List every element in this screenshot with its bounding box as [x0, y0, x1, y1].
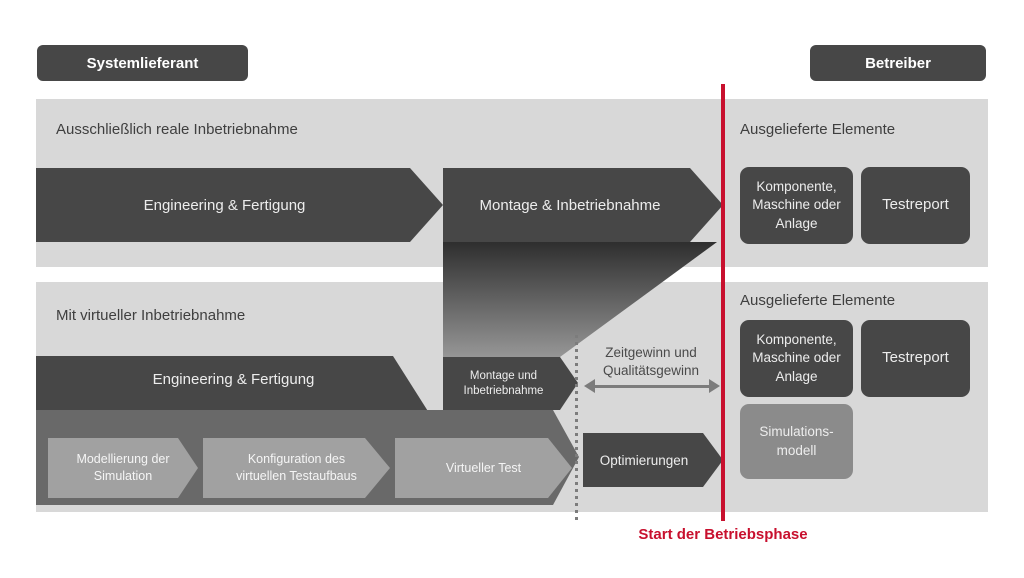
operations-start-label: Start der Betriebsphase — [638, 526, 808, 543]
virtual-commissioning-end-dotted-line — [575, 335, 578, 522]
gain-double-arrow — [584, 379, 720, 393]
virtual-montage-arrow: Montage und Inbetriebnahme — [443, 357, 578, 410]
gain-arrowhead-right-icon — [709, 379, 720, 393]
virtual-delivered-simulation-model-box: Simulations- modell — [740, 404, 853, 479]
real-delivered-title: Ausgelieferte Elemente — [740, 121, 896, 138]
real-engineering-arrow-label: Engineering & Fertigung — [143, 196, 306, 214]
real-montage-arrow-label: Montage & Inbetriebnahme — [479, 196, 661, 214]
gain-arrowhead-left-icon — [584, 379, 595, 393]
optimization-arrow-label: Optimierungen — [599, 452, 689, 468]
virtual-delivered-testreport-box: Testreport — [861, 320, 970, 397]
virtual-engineering-arrow: Engineering & Fertigung — [36, 356, 431, 416]
virtual-row-title: Mit virtueller Inbetriebnahme — [56, 307, 246, 324]
gain-arrow-shaft — [592, 385, 712, 388]
real-delivered-testreport-box: Testreport — [861, 167, 970, 244]
optimization-arrow: Optimierungen — [583, 433, 723, 487]
virtual-test-setup-arrow: Konfiguration des virtuellen Testaufbaus — [203, 438, 390, 498]
modeling-simulation-arrow: Modellierung der Simulation — [48, 438, 198, 498]
real-montage-arrow: Montage & Inbetriebnahme — [443, 168, 723, 242]
gain-label: Zeitgewinn und Qualitätsgewinn — [602, 345, 700, 379]
operator-badge: Betreiber — [810, 45, 986, 81]
real-engineering-arrow: Engineering & Fertigung — [36, 168, 443, 242]
supplier-badge: Systemlieferant — [37, 45, 248, 81]
virtual-engineering-arrow-label: Engineering & Fertigung — [152, 370, 315, 388]
virtual-delivered-component-box: Komponente, Maschine oder Anlage — [740, 320, 853, 397]
real-row-title: Ausschließlich reale Inbetriebnahme — [56, 121, 298, 138]
virtual-test-arrow: Virtueller Test — [395, 438, 572, 498]
real-delivered-component-box: Komponente, Maschine oder Anlage — [740, 167, 853, 244]
virtual-delivered-title: Ausgelieferte Elemente — [740, 292, 896, 309]
operations-start-line — [721, 84, 725, 521]
